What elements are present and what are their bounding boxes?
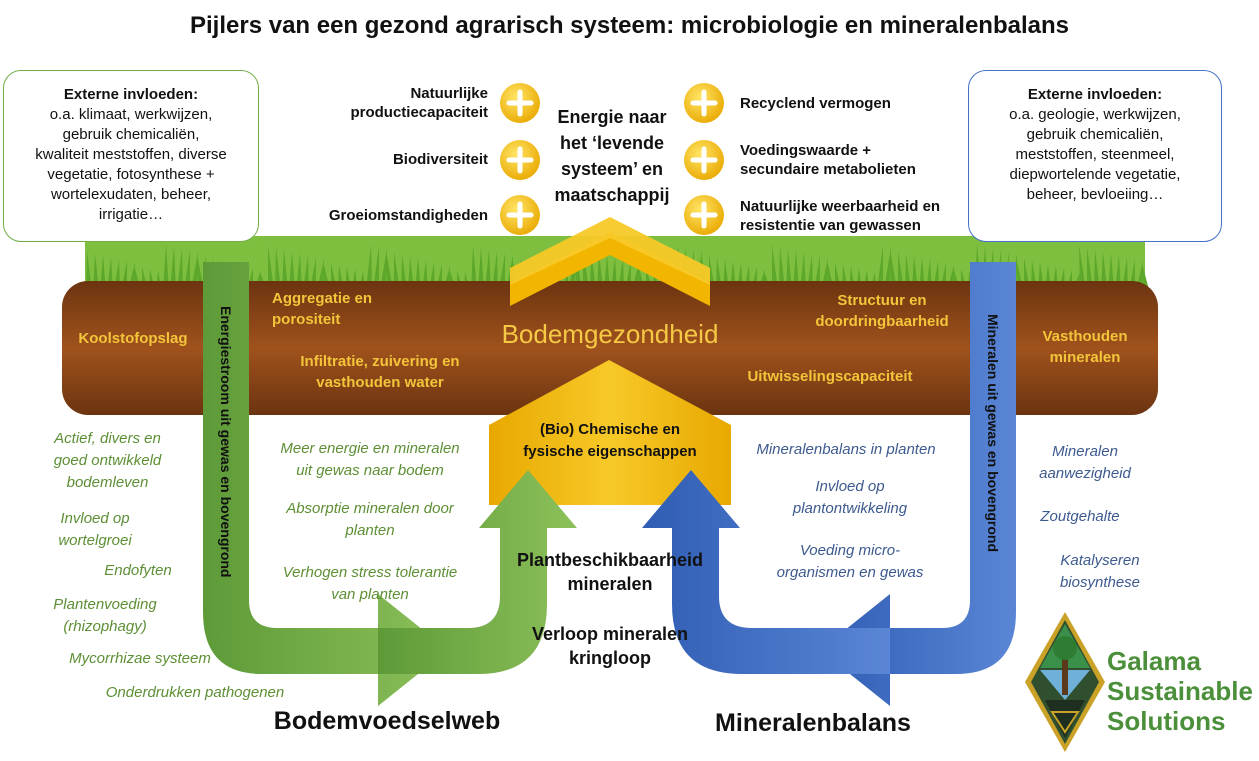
center-green-item: Absorptie mineralen door planten — [286, 500, 454, 539]
green-return-arrow — [378, 470, 577, 674]
right-italic-item: Mineralen aanwezigheid — [1039, 443, 1131, 482]
center-green-item: Verhogen stress tolerantie van planten — [282, 564, 458, 603]
left-italic-item: Actief, divers en goed ontwikkeld bodeml… — [53, 430, 162, 491]
left-italic-item: Onderdrukken pathogenen — [105, 684, 285, 701]
left-box-line: kwaliteit meststoffen, diverse — [35, 146, 227, 163]
left-box-line: irrigatie… — [98, 206, 164, 223]
plus-icons — [500, 83, 724, 235]
right-box-heading: Externe invloeden: — [1027, 86, 1163, 103]
right-box-line: diepwortelende vegetatie, — [1009, 166, 1181, 183]
soil-band — [62, 281, 1158, 415]
bottom-title-soil-food-web: Bodemvoedselweb — [273, 707, 501, 735]
chevron-up-icon — [510, 232, 710, 306]
plus-label-growth: Groeiomstandigheden — [328, 207, 488, 224]
soil-label-structure: Structuur en doordringbaarheid — [815, 292, 949, 330]
right-box-line: meststoffen, steenmeel, — [1015, 146, 1175, 163]
center-blue-item: Mineralenbalans in planten — [756, 441, 936, 458]
plant-availability-label: Plantbeschikbaarheid mineralen — [516, 550, 704, 594]
plus-label-resilience: Natuurlijke weerbaarheid en resistentie … — [740, 198, 941, 234]
center-blue-item: Invloed op plantontwikkeling — [792, 478, 908, 517]
plus-label-production: Natuurlijke productiecapaciteit — [350, 85, 488, 121]
right-box-line: beheer, bevloeiing… — [1026, 186, 1164, 203]
soil-label-exchange: Uitwisselingscapaciteit — [747, 368, 913, 385]
left-box-line: o.a. klimaat, werkwijzen, — [49, 106, 213, 123]
right-italic-item: Katalyseren biosynthese — [1059, 552, 1141, 591]
left-box-line: vegetatie, fotosynthese + — [47, 166, 215, 183]
soil-health-label: Bodemgezondheid — [501, 319, 719, 349]
left-box-heading: Externe invloeden: — [63, 86, 199, 103]
left-box-line: wortelexudaten, beheer, — [50, 186, 212, 203]
right-external-box: Externe invloeden: o.a. geologie, werkwi… — [968, 70, 1222, 242]
left-italic-item: Plantenvoeding (rhizophagy) — [53, 596, 157, 635]
vertical-label-minerals: Mineralen uit gewas en bovengrond — [985, 313, 1001, 553]
soil-label-carbon: Koolstofopslag — [78, 330, 188, 347]
diagram-title: Pijlers van een gezond agrarisch systeem… — [190, 12, 1069, 39]
left-italic-item: Invloed op wortelgroei — [58, 510, 132, 549]
logo-text: Galama Sustainable Solutions — [1107, 646, 1253, 736]
soil-label-aggregation: Aggregatie en porositeit — [272, 290, 373, 328]
chevron-up-icon-2 — [510, 217, 710, 285]
right-italic-item: Zoutgehalte — [1040, 508, 1120, 525]
energy-text: Energie naar het ‘levende systeem’ en ma… — [554, 107, 670, 205]
plus-label-biodiversity: Biodiversiteit — [392, 151, 488, 168]
vertical-label-energy: Energiestroom uit gewas en bovengrond — [218, 306, 234, 578]
plus-label-recycling: Recyclend vermogen — [740, 95, 891, 112]
right-box-line: o.a. geologie, werkwijzen, — [1009, 106, 1181, 123]
center-blue-item: Voeding micro- organismen en gewas — [776, 542, 924, 581]
mineral-cycle-label: Verloop mineralen kringloop — [531, 624, 689, 668]
center-green-item: Meer energie en mineralen uit gewas naar… — [280, 440, 460, 479]
galama-logo-icon — [1025, 612, 1105, 752]
soil-properties-house — [489, 360, 731, 505]
bottom-title-mineral-balance: Mineralenbalans — [715, 709, 911, 737]
plus-label-nutrition: Voedingswaarde + secundaire metabolieten — [740, 142, 916, 178]
blue-return-arrow — [642, 470, 890, 674]
house-label: (Bio) Chemische en fysische eigenschappe… — [523, 421, 697, 460]
left-italic-item: Mycorrhizae systeem — [69, 650, 211, 667]
soil-label-infiltration: Infiltratie, zuivering en vasthouden wat… — [300, 353, 460, 391]
left-box-line: gebruik chemicaliën, — [62, 126, 200, 143]
left-external-box: Externe invloeden: o.a. klimaat, werkwij… — [3, 70, 259, 242]
right-box-line: gebruik chemicaliën, — [1026, 126, 1164, 143]
left-italic-item: Endofyten — [104, 562, 172, 579]
soil-label-retention: Vasthouden mineralen — [1042, 328, 1128, 366]
